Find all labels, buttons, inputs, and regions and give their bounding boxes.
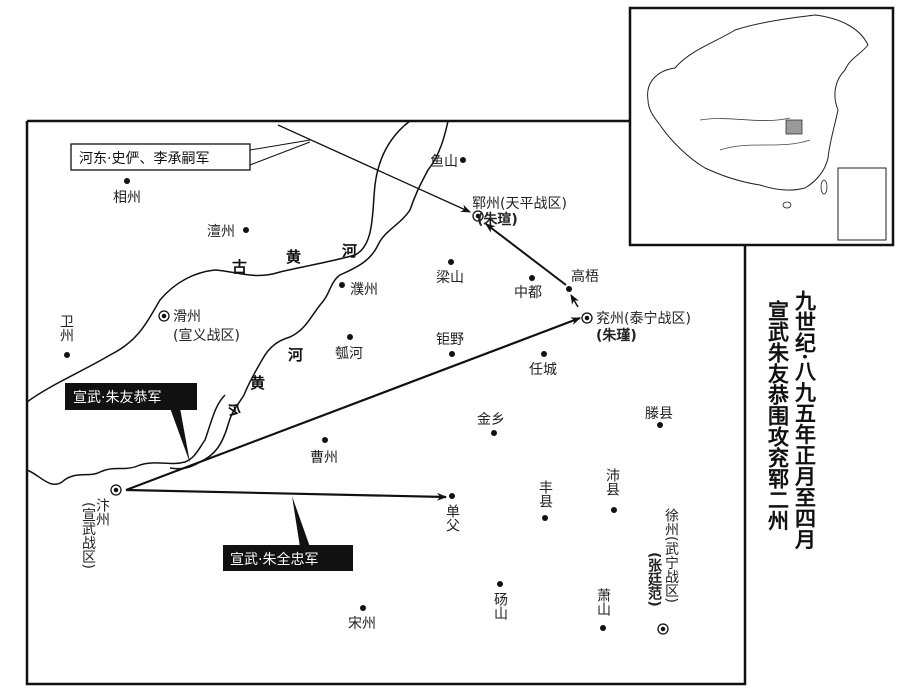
dot-juye (449, 351, 455, 357)
new-yellow-river-south-bank (26, 394, 226, 485)
zhu-yougong-army-box: 宣武·朱友恭军 (65, 383, 197, 463)
dot-gaowu (566, 286, 572, 292)
old-river-label-1: 古 (232, 258, 247, 276)
label-xiangzhou: 相州 (113, 190, 141, 206)
new-river-label-3: 河 (288, 346, 303, 364)
label-tengxian: 滕县 (645, 406, 673, 422)
map-title-line-2: 宣武朱友恭围攻兖郓二州 (766, 299, 791, 531)
label-peixian: 沛县 (604, 468, 620, 496)
label-fengxian: 丰县 (537, 480, 553, 508)
dot-jinxiang (491, 430, 497, 436)
old-yellow-river (26, 120, 411, 403)
inset-china-map (628, 6, 895, 247)
label-bianzhou: 汴州 (94, 498, 110, 526)
label-rencheng: 任城 (529, 362, 557, 378)
dot-weizhou (64, 352, 70, 358)
dot-tengxian (657, 422, 663, 428)
label-xuzhou-ruler: (张廷范) (646, 552, 663, 607)
label-xuzhou: 徐州(武宁战区) (663, 508, 679, 603)
dot-xiaoshan (600, 625, 606, 631)
label-huazhou: 滑州 (173, 308, 201, 325)
dot-peixian (611, 507, 617, 513)
zhu-yougong-army-label: 宣武·朱友恭军 (73, 390, 161, 406)
dot-songzhou (360, 605, 366, 611)
bianzhou-to-shanfu-arrow (125, 488, 447, 501)
dot-rencheng (541, 351, 547, 357)
yanzhou-to-gaowu-arrow (570, 294, 579, 308)
dot-liangshan (448, 259, 454, 265)
map-title-line-1: 九世纪·八九五年正月至四月 (793, 290, 818, 551)
label-juye: 钜野 (436, 332, 464, 348)
label-yanzhou: 兖州(泰宁战区) (596, 310, 691, 327)
label-gaowu: 高梧 (571, 268, 599, 285)
label-yushan: 鱼山 (430, 153, 458, 170)
dot-puzhou (339, 282, 345, 288)
old-river-label-2: 黄 (286, 248, 301, 266)
label-yunzhou-ruler: (朱瑄) (477, 211, 518, 228)
label-puzhou: 濮州 (350, 282, 378, 298)
capital-bianzhou (110, 484, 122, 496)
hedong-army-label: 河东·史俨、李承嗣军 (79, 151, 209, 167)
label-zhongdu: 中都 (514, 285, 542, 301)
hedong-army-box: 河东·史俨、李承嗣军 (70, 139, 311, 171)
label-dangshan: 砀山 (492, 592, 508, 620)
dot-fengxian (542, 515, 548, 521)
dot-caozhou (322, 437, 328, 443)
label-huazhou-zone: (宣义战区) (173, 328, 240, 344)
bianzhou-to-yanzhou-arrow (125, 316, 581, 492)
label-songzhou: 宋州 (348, 616, 376, 632)
label-liangshan: 梁山 (436, 270, 464, 286)
capital-yunzhou (472, 210, 484, 222)
dot-shanfu (449, 493, 455, 499)
zhu-quanzhong-army-label: 宣武·朱全忠军 (230, 551, 318, 568)
dot-chanzhou (243, 227, 249, 233)
capital-yanzhou (581, 312, 593, 324)
dot-zhongdu (529, 275, 535, 281)
map-frame (25, 119, 747, 686)
label-huhe: 瓠河 (335, 346, 363, 362)
dot-dangshan (497, 581, 503, 587)
capital-xuzhou (657, 623, 669, 635)
label-shanfu: 单父 (444, 504, 460, 532)
gaowu-to-yunzhou-arrow (485, 223, 567, 286)
zhu-quanzhong-army-box: 宣武·朱全忠军 (223, 496, 353, 571)
old-river-label-3: 河 (342, 242, 357, 260)
label-caozhou: 曹州 (310, 450, 338, 466)
new-river-label-2: 黄 (250, 374, 265, 392)
label-jinxiang: 金乡 (477, 412, 505, 428)
capital-huazhou (158, 310, 170, 322)
label-bianzhou-zone: (宣武战区) (80, 502, 96, 569)
label-xiaoshan: 萧山 (595, 588, 611, 616)
hedong-army-arrow (277, 124, 471, 213)
label-yanzhou-ruler: (朱瑾) (596, 327, 637, 344)
label-weizhou: 卫州 (58, 314, 74, 342)
dot-xiangzhou (124, 178, 130, 184)
dot-huhe (347, 334, 353, 340)
city-dots (64, 157, 663, 631)
dot-yushan (460, 157, 466, 163)
label-yunzhou: 郓州(天平战区) (472, 196, 567, 212)
new-yellow-river-north-bank (169, 120, 449, 470)
new-river-label-1: 今 (221, 398, 244, 422)
label-chanzhou: 澶州 (207, 223, 235, 240)
